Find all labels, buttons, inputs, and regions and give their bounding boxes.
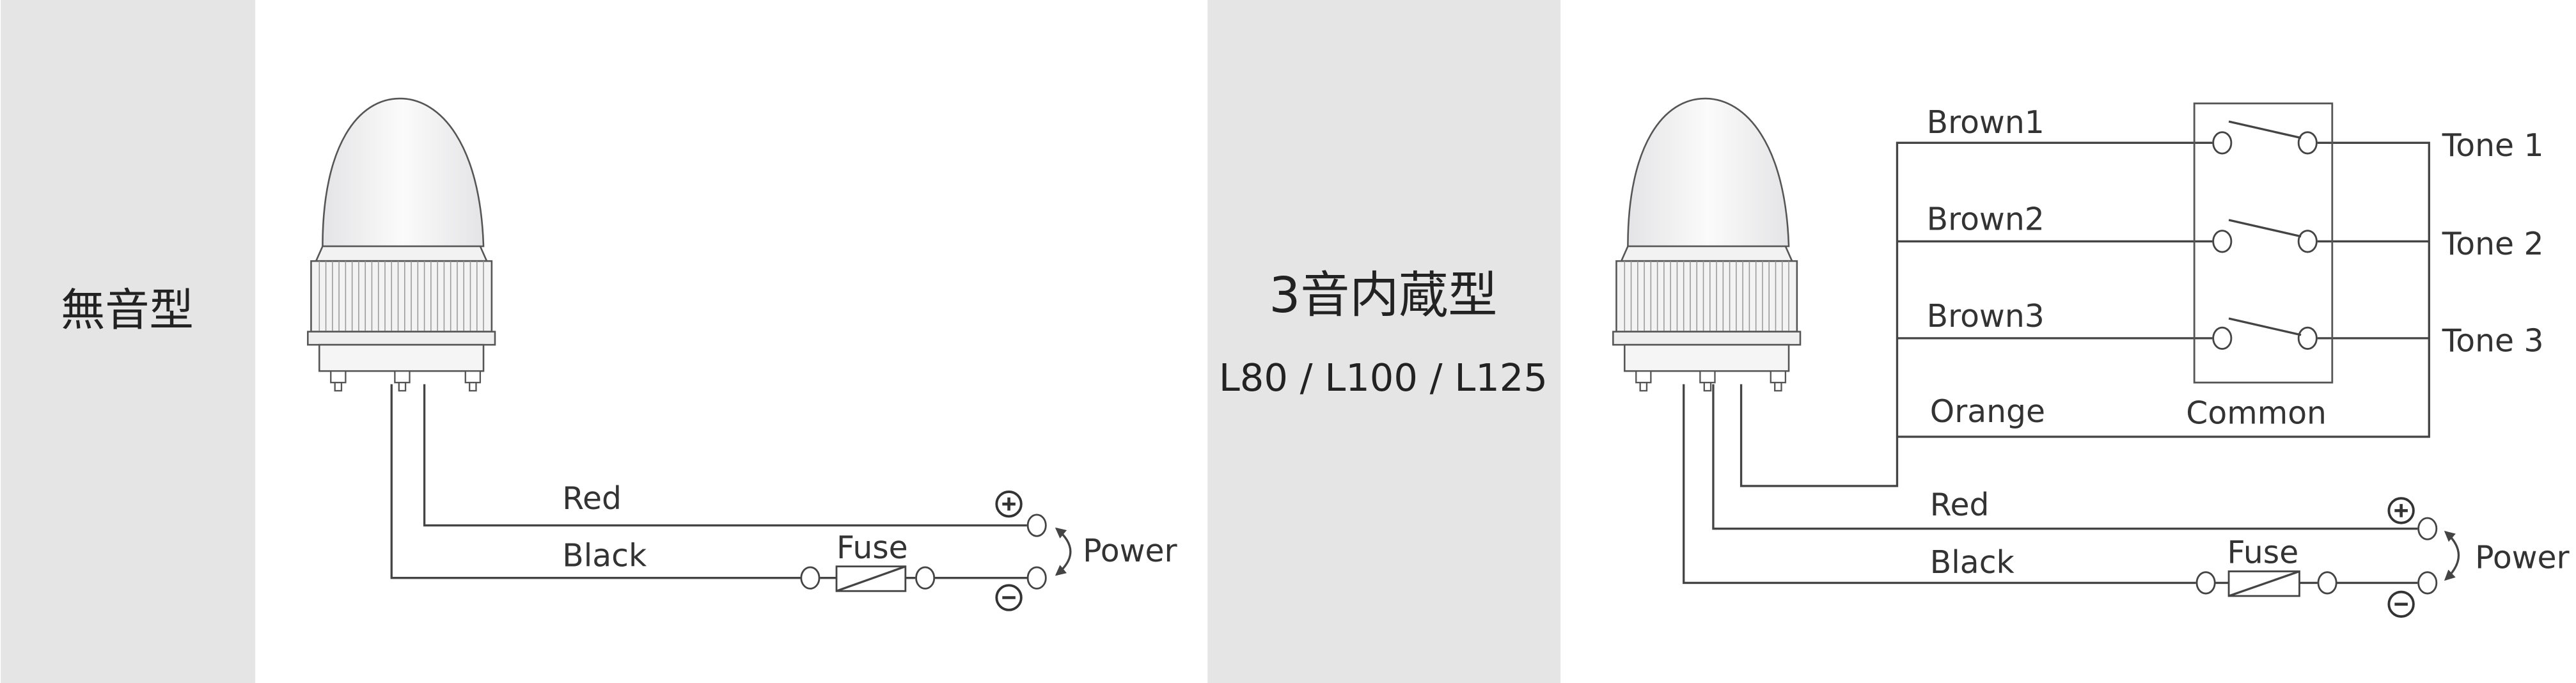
wire-label-black: Black (1930, 544, 2015, 581)
power-label: Power (2475, 539, 2570, 576)
fuse-label: Fuse (2227, 535, 2299, 571)
beacon-illustration-right (1612, 97, 1802, 392)
plus-icon (2387, 497, 2415, 524)
wire-label-brown2: Brown2 (1927, 201, 2045, 237)
left-label-panel (1, 0, 256, 683)
wire-label-black: Black (562, 538, 647, 574)
minus-icon (995, 584, 1023, 611)
wire-label-red: Red (1930, 487, 1990, 523)
wire-label-orange: Orange (1930, 393, 2045, 430)
wire-label-brown3: Brown3 (1927, 298, 2045, 334)
silent-type-label: 無音型 (61, 285, 194, 336)
power-label: Power (1083, 533, 1177, 569)
tone-2-label: Tone 2 (2442, 226, 2544, 262)
left-wiring (390, 384, 1072, 611)
model-list: L80 / L100 / L125 (1219, 356, 1548, 400)
right-label-panel (1207, 0, 1561, 683)
wire-label-brown1: Brown1 (1927, 104, 2045, 141)
right-wiring (1683, 102, 2460, 618)
minus-icon (2387, 590, 2415, 618)
three-tone-type-label: 3音内蔵型 (1269, 267, 1497, 324)
common-label: Common (2186, 395, 2327, 431)
wire-label-red: Red (562, 480, 622, 517)
tone-1-label: Tone 1 (2442, 127, 2544, 164)
fuse-label: Fuse (836, 530, 908, 566)
plus-icon (995, 490, 1023, 518)
tone-3-label: Tone 3 (2442, 322, 2544, 359)
beacon-illustration-left (307, 97, 496, 392)
switch-box (2193, 102, 2334, 384)
